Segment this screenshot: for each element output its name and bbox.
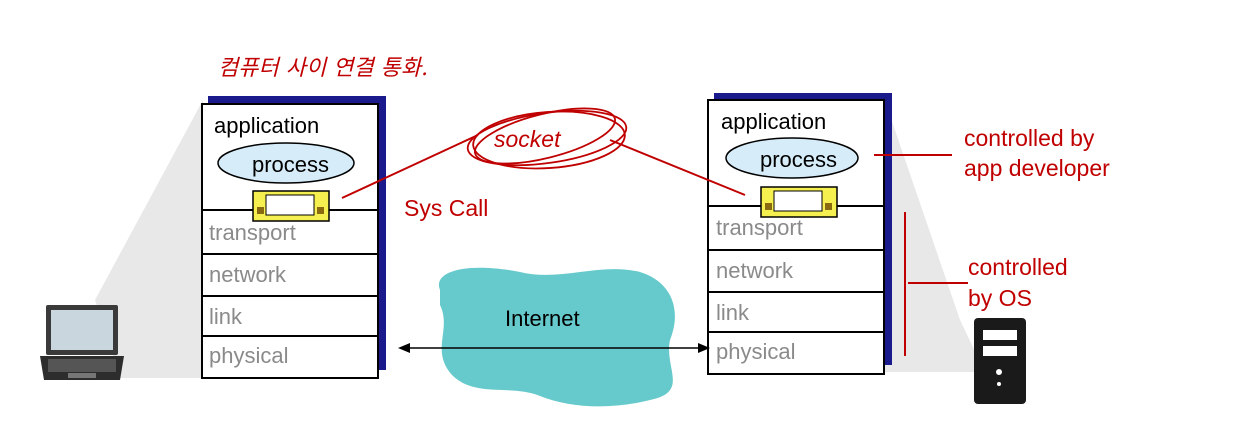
- annotation-os-line2: by OS: [968, 285, 1032, 311]
- left-layer-physical: physical: [209, 343, 288, 368]
- right-socket-icon: [760, 186, 838, 218]
- left-socket-line: [341, 134, 479, 199]
- right-layer-application: application: [721, 109, 826, 134]
- left-layer-link: link: [209, 304, 243, 329]
- right-perspective-wedge: [884, 98, 985, 372]
- left-process-ellipse: [217, 142, 355, 184]
- left-protocol-stack: application process transport network li…: [201, 96, 386, 379]
- left-layer-application: application: [214, 113, 319, 138]
- right-layer-link: link: [716, 300, 750, 325]
- annotation-app-line2: app developer: [964, 155, 1110, 181]
- right-layer-physical: physical: [716, 339, 795, 364]
- left-socket-icon: [252, 190, 330, 222]
- left-perspective-wedge: [95, 100, 203, 378]
- left-layer-network: network: [209, 262, 287, 287]
- left-layer-transport: transport: [209, 220, 296, 245]
- right-process-label: process: [760, 147, 837, 172]
- handwritten-note: 컴퓨터 사이 연결 통화.: [218, 56, 428, 81]
- socket-scribble: [466, 107, 628, 170]
- syscall-label: Sys Call: [404, 195, 488, 221]
- right-layer-transport: transport: [716, 215, 803, 240]
- annotation-app-line1: controlled by: [964, 125, 1095, 151]
- left-process-label: process: [252, 152, 329, 177]
- right-protocol-stack: application process transport network li…: [707, 93, 892, 375]
- server-icon: [974, 318, 1026, 404]
- right-layer-network: network: [716, 258, 794, 283]
- socket-label: socket: [494, 126, 562, 152]
- annotation-os-line1: controlled: [968, 254, 1068, 280]
- right-socket-line: [609, 139, 746, 196]
- internet-label: Internet: [505, 306, 580, 331]
- right-process-ellipse: [725, 137, 859, 179]
- internet-cloud: [438, 267, 675, 407]
- laptop-icon: [40, 305, 124, 380]
